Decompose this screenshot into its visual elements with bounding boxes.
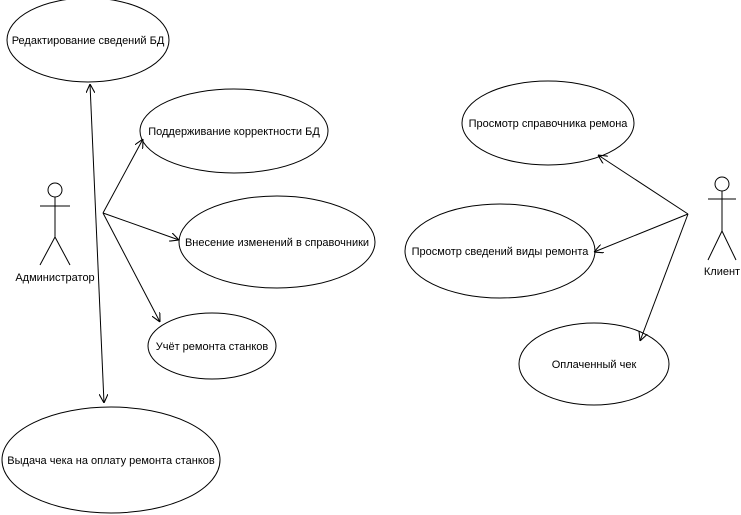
assoc-admin-repair-account xyxy=(102,212,160,322)
label-paid-check: Оплаченный чек xyxy=(552,359,637,371)
use-case-edit-db xyxy=(6,0,170,83)
use-case-edit-refs xyxy=(178,195,376,289)
use-case-maintain-db xyxy=(139,88,329,174)
use-case-paid-check xyxy=(518,322,670,406)
use-case-issue-check xyxy=(1,406,221,514)
label-issue-check: Выдача чека на оплату ремонта станков xyxy=(7,455,215,467)
label-edit-refs: Внесение изменений в справочники xyxy=(185,237,369,249)
label-view-ref: Просмотр справочника ремона xyxy=(469,118,629,130)
assoc-client-view-repair-types xyxy=(594,213,689,252)
label-maintain-db: Поддерживание корректности БД xyxy=(148,126,320,138)
assoc-admin-edit-db xyxy=(90,84,104,403)
actor-admin-figure xyxy=(39,182,71,266)
actor-client-label: Клиент xyxy=(704,266,740,278)
label-repair-account: Учёт ремонта станков xyxy=(156,341,269,353)
label-view-repair-types: Просмотр сведений виды ремонта xyxy=(412,246,590,258)
assoc-client-paid-check xyxy=(640,213,689,341)
use-case-view-ref xyxy=(461,80,635,166)
actor-client-figure xyxy=(707,176,737,261)
assoc-client-view-ref xyxy=(598,155,689,215)
assoc-admin-edit-refs xyxy=(102,212,179,240)
label-edit-db: Редактирование сведений БД xyxy=(12,35,165,47)
actor-admin-label: Администратор xyxy=(15,272,94,284)
assoc-admin-maintain-db xyxy=(102,139,143,214)
use-case-repair-account xyxy=(147,312,277,380)
